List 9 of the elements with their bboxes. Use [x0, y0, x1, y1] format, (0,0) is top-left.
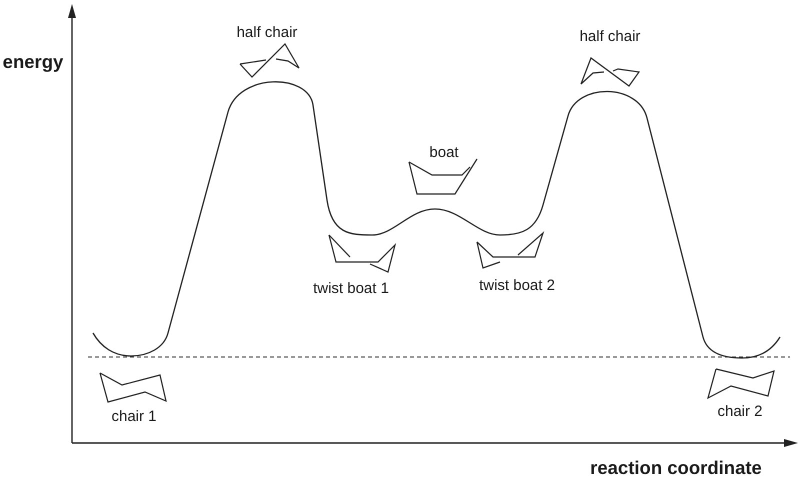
- axis-label: energy: [2, 52, 64, 72]
- conformation-label: boat: [429, 144, 459, 162]
- axis-label: reaction coordinate: [590, 458, 762, 478]
- conformation-label: half chair: [580, 28, 640, 46]
- conformation-label: twist boat 2: [479, 278, 555, 294]
- conformation-label: twist boat 1: [313, 280, 389, 298]
- conformation-label: chair 1: [111, 408, 157, 426]
- conformation-label: chair 2: [717, 404, 763, 420]
- conformation-label: half chair: [236, 24, 298, 42]
